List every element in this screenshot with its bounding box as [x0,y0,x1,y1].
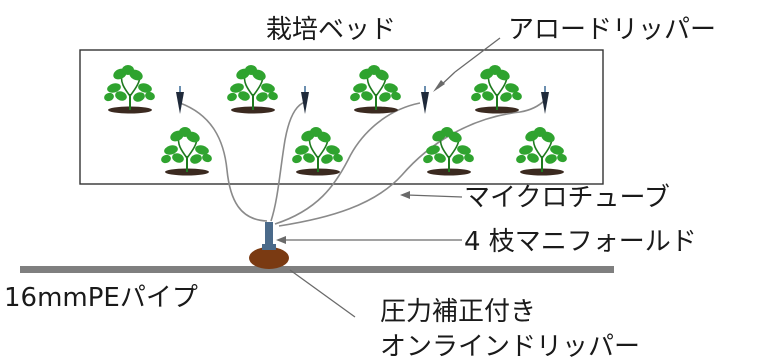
arrow-dripper-label: アロードリッパー [508,15,716,45]
inline-dripper-label-line1: 圧力補正付き [380,297,536,327]
leader-micro-tube [406,194,463,198]
inline-dripper-label-line2: オンラインドリッパー [380,332,640,361]
strawberry-plant-icon [224,64,281,115]
strawberry-plant-icon [468,64,525,115]
arrow-dripper-icon [421,86,429,114]
strawberry-plant-icon [158,126,215,177]
leader-arrow-dripper [454,37,501,73]
strawberry-plant-icon [420,126,477,177]
micro-tube-1 [179,102,268,222]
micro-tube-2 [270,101,306,222]
manifold-label: 4 枝マニフォールド [464,227,697,257]
inline-dripper [249,247,289,269]
cultivation-bed [79,49,604,185]
strawberry-plant-icon [101,64,158,115]
bed-label: 栽培ベッド [266,15,396,45]
micro-tube-3 [274,102,421,225]
strawberry-plant-icon [513,126,570,177]
leader-lines [279,37,501,318]
leader-inline-dripper [289,269,356,318]
leader-arrowheads [276,80,445,244]
strawberry-plant-icon [289,126,346,177]
arrow-dripper-icon [541,86,549,114]
strawberry-plant-icon [347,64,404,115]
micro-tube-label: マイクロチューブ [464,183,670,213]
manifold [262,222,276,250]
pe-pipe [20,266,614,273]
pe-pipe-label: 16mmPEパイプ [4,283,198,313]
arrow-dripper-icon [176,86,184,114]
arrow-dripper-icon [301,86,309,114]
